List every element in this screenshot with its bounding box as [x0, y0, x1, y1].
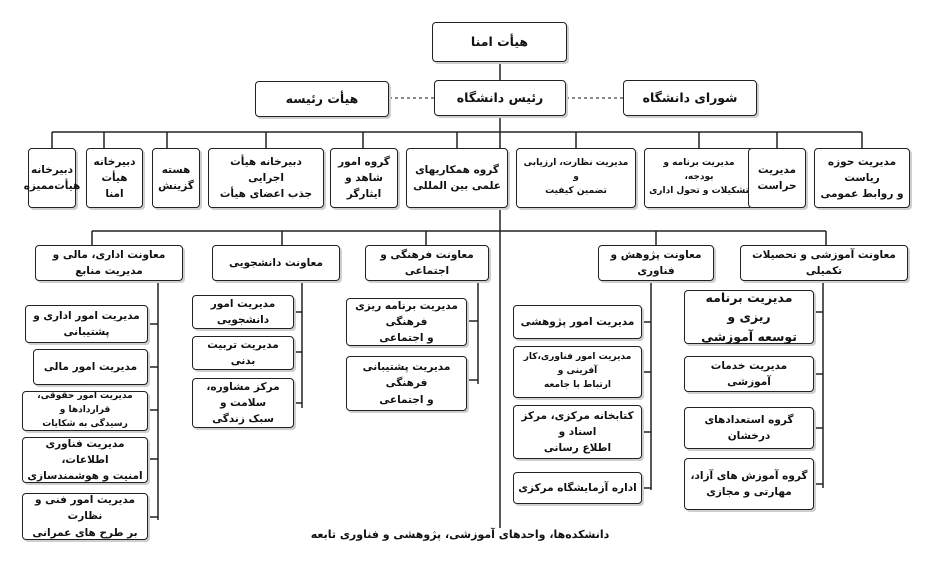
unit-label: مدیریت امور مالی	[43, 360, 138, 373]
unit-label: کتابخانه مرکزی، مرکز اسناد و اطلاع رسانی	[521, 409, 634, 455]
unit-label: مدیریت تربیت بدنی	[207, 338, 279, 367]
unit-label: مرکز مشاوره، سلامت و سبک زندگی	[206, 380, 280, 426]
unit-label: مدیریت برنامه ریزی فرهنگی و اجتماعی	[355, 299, 458, 345]
unit-legal-contracts: مدیریت امور حقوقی، قراردادها و رسیدگی به…	[22, 391, 148, 431]
unit-cultural-planning: مدیریت برنامه ریزی فرهنگی و اجتماعی	[346, 298, 467, 346]
board-of-trustees-label: هیأت امنا	[470, 34, 529, 50]
unit-central-laboratory: اداره آزمایشگاه مرکزی	[513, 472, 642, 504]
unit-label: مدیریت پشتیبانی فرهنگی و اجتماعی	[362, 361, 451, 406]
unit-label: اداره آزمایشگاه مرکزی	[518, 481, 637, 494]
unit-educational-planning: مدیریت برنامه ریزی و توسعه آموزشی	[684, 290, 814, 344]
unit-physical-education: مدیریت تربیت بدنی	[192, 336, 294, 370]
unit-central-library: کتابخانه مرکزی، مرکز اسناد و اطلاع رسانی	[513, 405, 642, 459]
unit-student-affairs: مدیریت امور دانشجویی	[192, 295, 294, 329]
unit-talented-students: گروه استعدادهای درخشان	[684, 407, 814, 449]
board-of-trustees-box: هیأت امنا	[432, 22, 567, 62]
deputy-education-box: معاونت آموزشی و تحصیلات تکمیلی	[740, 245, 908, 281]
university-council-label: شورای دانشگاه	[642, 90, 738, 106]
subsidiary-units-caption: دانشکده‌ها، واحدهای آموزشی، پژوهشی و فنا…	[310, 528, 610, 541]
unit-label: مدیریت فناوری اطلاعات، امنیت و هوشمندساز…	[27, 437, 143, 483]
deputy-title: معاونت آموزشی و تحصیلات تکمیلی	[752, 248, 896, 277]
office-label: هسته گزینش	[158, 163, 194, 192]
unit-label: گروه استعدادهای درخشان	[704, 413, 794, 442]
office-label: مدیریت حوزه ریاست و روابط عمومی	[820, 155, 904, 201]
unit-label: مدیریت امور پژوهشی	[520, 315, 635, 328]
office-box-veterans-affairs: گروه امور شاهد و ایثارگر	[330, 148, 398, 208]
unit-research-affairs: مدیریت امور پژوهشی	[513, 305, 642, 339]
office-label: دبیرخانه هیأت اجرایی جذب اعضای هیأت	[219, 155, 313, 201]
president-box: رئیس دانشگاه	[434, 80, 566, 116]
unit-counseling-health: مرکز مشاوره، سلامت و سبک زندگی	[192, 378, 294, 428]
office-label: گروه امور شاهد و ایثارگر	[338, 155, 390, 201]
deputy-student-box: معاونت دانشجویی	[212, 245, 340, 281]
office-box-quality-assurance: مدیریت نظارت، ارزیابی و تضمین کیفیت	[516, 148, 636, 208]
deputy-research-technology-box: معاونت پژوهش و فناوری	[598, 245, 714, 281]
office-label: مدیریت برنامه و بودجه، تشکیلات و تحول اد…	[649, 158, 749, 196]
office-label: مدیریت نظارت، ارزیابی و تضمین کیفیت	[523, 158, 629, 196]
office-box-security: مدیریت حراست	[748, 148, 806, 208]
board-of-heads-box: هیأت رئیسه	[255, 81, 389, 117]
deputy-title: معاونت فرهنگی و اجتماعی	[380, 248, 474, 277]
office-label: دبیرخانه هیأت امنا	[93, 155, 136, 201]
unit-label: مدیریت امور اداری و پشتیبانی	[33, 309, 140, 338]
office-box-presidency-public-relations: مدیریت حوزه ریاست و روابط عمومی	[814, 148, 910, 208]
unit-label: مدیریت امور حقوقی، قراردادها و رسیدگی به…	[37, 391, 133, 429]
office-label: مدیریت حراست	[757, 163, 797, 192]
office-box-faculty-recruitment-secretariat: دبیرخانه هیأت اجرایی جذب اعضای هیأت	[208, 148, 324, 208]
deputy-title: معاونت پژوهش و فناوری	[610, 248, 702, 277]
unit-admin-support: مدیریت امور اداری و پشتیبانی	[25, 305, 148, 343]
office-box-planning-budget: مدیریت برنامه و بودجه، تشکیلات و تحول اد…	[644, 148, 754, 208]
unit-technology-entrepreneurship: مدیریت امور فناوری،کار آفرینی و ارتباط ب…	[513, 346, 642, 398]
office-label: دبیرخانه هیأت‌ممیزه	[23, 163, 81, 192]
unit-it-security: مدیریت فناوری اطلاعات، امنیت و هوشمندساز…	[22, 437, 148, 483]
unit-cultural-support: مدیریت پشتیبانی فرهنگی و اجتماعی	[346, 356, 467, 411]
deputy-title: معاونت اداری، مالی و مدیریت منابع	[52, 248, 166, 277]
unit-label: مدیریت امور فنی و نظارت بر طرح های عمران…	[32, 494, 138, 539]
office-box-trustees-secretariat: دبیرخانه هیأت امنا	[86, 148, 143, 208]
unit-technical-construction: مدیریت امور فنی و نظارت بر طرح های عمران…	[22, 493, 148, 540]
board-of-heads-label: هیأت رئیسه	[285, 91, 359, 107]
unit-financial-affairs: مدیریت امور مالی	[33, 349, 148, 385]
unit-label: مدیریت امور دانشجویی	[210, 297, 276, 326]
unit-label: مدیریت برنامه ریزی و توسعه آموزشی	[701, 289, 797, 344]
office-box-international-cooperation: گروه همکاریهای علمی بین المللی	[406, 148, 508, 208]
unit-label: مدیریت خدمات آموزشی	[710, 359, 788, 388]
office-box-selection-core: هسته گزینش	[152, 148, 200, 208]
university-council-box: شورای دانشگاه	[623, 80, 757, 116]
unit-label: مدیریت امور فناوری،کار آفرینی و ارتباط ب…	[523, 352, 632, 390]
president-label: رئیس دانشگاه	[456, 90, 544, 106]
office-box-referees-secretariat: دبیرخانه هیأت‌ممیزه	[24, 148, 80, 208]
unit-label: گروه آموزش های آزاد، مهارتی و مجازی	[690, 469, 808, 498]
deputy-title: معاونت دانشجویی	[229, 256, 323, 269]
unit-educational-services: مدیریت خدمات آموزشی	[684, 356, 814, 392]
deputy-admin-finance-box: معاونت اداری، مالی و مدیریت منابع	[35, 245, 183, 281]
office-label: گروه همکاریهای علمی بین المللی	[413, 163, 501, 192]
deputy-cultural-social-box: معاونت فرهنگی و اجتماعی	[365, 245, 489, 281]
unit-free-virtual-education: گروه آموزش های آزاد، مهارتی و مجازی	[684, 458, 814, 510]
